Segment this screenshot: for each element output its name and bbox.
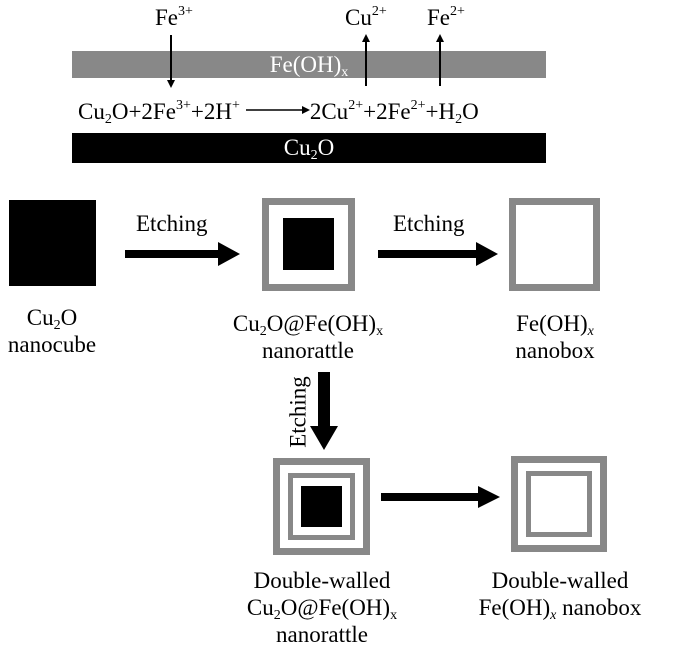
etching-label-3: Etching [285,376,311,448]
ion-cu2-label: Cu2+ [345,4,387,30]
etching-arrow-3 [310,372,338,450]
caption-double-walled-nanobox: Double-walled Fe(OH)x nanobox [478,568,642,623]
caption-nanocube: Cu2O nanocube [7,305,97,357]
caption-double-walled-nanorattle: Double-walled Cu2O@Fe(OH)x nanorattle [246,568,398,647]
cu2o-nanocube [9,200,96,286]
double-walled-nanorattle-shape [273,458,370,555]
caption-nanorattle: Cu2O@Fe(OH)x nanorattle [232,311,384,363]
conversion-arrow [381,486,500,508]
ion-fe2-label: Fe2+ [427,4,465,30]
etching-label-2: Etching [393,211,465,236]
etching-arrow-2 [378,242,498,266]
fe-oh-shell-layer [72,51,546,78]
double-walled-nanobox-shape [511,456,607,552]
nanorattle-shape [262,198,355,291]
cu2o-core-layer [72,133,546,163]
core-layer-label: Cu2O [283,135,335,163]
nanobox-shape [509,198,600,291]
caption-nanobox: Fe(OH)x nanobox [515,311,595,363]
shell-layer-label: Fe(OH)x [269,52,349,80]
etching-arrow-1 [125,242,240,266]
reaction-equation: Cu2O+2Fe3++2H+2Cu2++2Fe2++H2O [78,98,479,127]
ion-fe3-label: Fe3+ [155,4,193,30]
etching-label-1: Etching [136,211,208,236]
